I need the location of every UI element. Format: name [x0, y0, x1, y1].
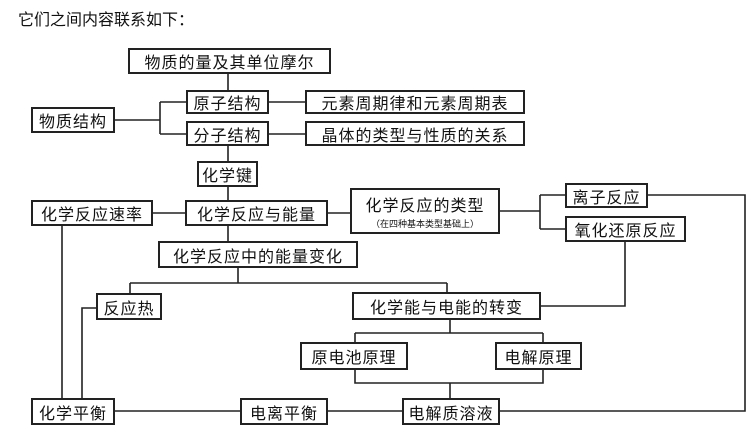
node-structure: 物质结构: [31, 107, 115, 133]
node-atom: 原子结构: [186, 90, 269, 114]
line-redox-conversion: [541, 242, 626, 307]
node-cell: 原电池原理: [300, 342, 408, 370]
node-label: 原子结构: [193, 94, 262, 113]
node-note: （在四种基本类型基础上）: [370, 220, 479, 230]
node-label: 分子结构: [193, 125, 262, 145]
node-equilibrium: 化学平衡: [31, 398, 115, 425]
node-amount: 物质的量及其单位摩尔: [128, 48, 331, 74]
node-label: 化学平衡: [38, 403, 107, 423]
node-solution: 电解质溶液: [402, 398, 500, 425]
node-label: 离子反应: [572, 187, 641, 207]
node-label: 物质的量及其单位摩尔: [144, 53, 315, 72]
node-bond: 化学键: [197, 161, 258, 187]
node-label: 化学反应中的能量变化: [172, 246, 343, 266]
node-rate: 化学反应速率: [31, 200, 153, 226]
node-heat: 反应热: [96, 293, 162, 320]
node-label: 化学反应速率: [40, 205, 143, 224]
node-electrolysis: 电解原理: [495, 342, 582, 370]
line-cells-solution: [354, 370, 544, 398]
node-label: 元素周期律和元素周期表: [321, 94, 509, 113]
node-label: 电离平衡: [249, 403, 318, 423]
node-molecule: 分子结构: [186, 121, 269, 146]
line-structure-branch: [115, 101, 186, 135]
node-ionization: 电离平衡: [240, 398, 328, 425]
node-label: 化学反应与能量: [196, 205, 316, 224]
node-label: 电解原理: [504, 348, 573, 367]
line-conversion-branch: [354, 320, 544, 342]
node-label: 晶体的类型与性质的关系: [321, 125, 509, 145]
node-ionic: 离子反应: [565, 183, 648, 208]
node-label: 化学反应的类型: [365, 196, 485, 215]
node-label: 反应热: [103, 298, 155, 318]
node-label: 电解质溶液: [408, 403, 494, 423]
line-types-branch: [500, 194, 565, 230]
line-ionic-solution: [500, 194, 746, 412]
node-label: 原电池原理: [311, 348, 397, 367]
node-label: 化学键: [201, 166, 253, 185]
node-conversion: 化学能与电能的转变: [352, 292, 541, 320]
node-types: 化学反应的类型 （在四种基本类型基础上）: [350, 188, 500, 234]
node-redox: 氧化还原反应: [565, 216, 686, 242]
intro-text: 它们之间内容联系如下：: [18, 10, 195, 29]
line-change-branch: [129, 268, 448, 293]
node-energy: 化学反应与能量: [185, 200, 328, 226]
node-energy-change: 化学反应中的能量变化: [158, 241, 358, 268]
node-label: 氧化还原反应: [574, 221, 677, 240]
node-periodic: 元素周期律和元素周期表: [305, 90, 525, 114]
line-heat-equilibrium: [81, 307, 96, 398]
node-label: 物质结构: [38, 112, 107, 131]
node-label: 化学能与电能的转变: [369, 298, 523, 317]
node-crystal: 晶体的类型与性质的关系: [305, 121, 525, 146]
